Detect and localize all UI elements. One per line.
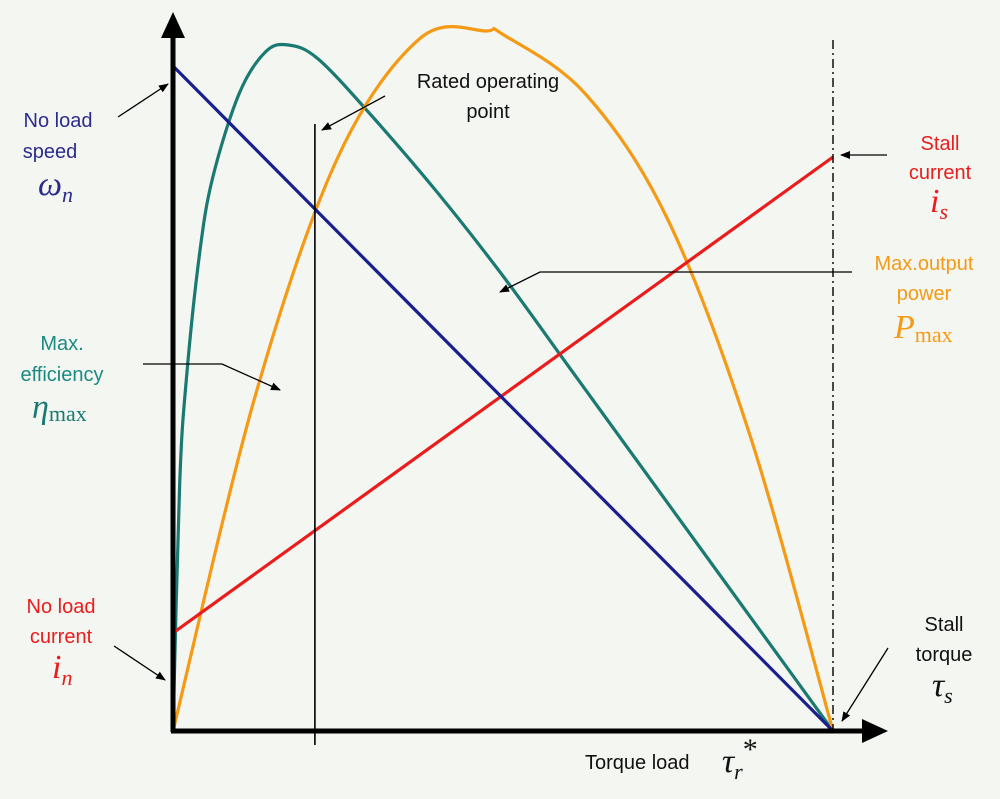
arrow-max-efficiency bbox=[143, 363, 281, 391]
stall-torque-symbol: τs bbox=[932, 667, 953, 708]
arrow-rated-point bbox=[321, 95, 386, 131]
y-axis-arrow-icon bbox=[161, 12, 185, 38]
arrow-no-load-speed bbox=[117, 83, 169, 118]
arrow-stall-torque bbox=[841, 647, 889, 722]
no-load-current-line2: current bbox=[30, 626, 93, 648]
stall-current-line2: current bbox=[909, 162, 972, 184]
x-axis-arrow-icon bbox=[862, 719, 888, 743]
label-stall-current: Stall current is bbox=[909, 133, 972, 224]
no-load-current-symbol: in bbox=[52, 649, 72, 690]
rated-line2: point bbox=[466, 101, 510, 123]
stall-torque-line1: Stall bbox=[925, 614, 964, 636]
max-eff-symbol: ηmax bbox=[32, 389, 87, 426]
max-power-symbol: Pmax bbox=[893, 309, 953, 347]
series-line-current bbox=[172, 155, 834, 635]
stall-torque-line2: torque bbox=[916, 644, 973, 666]
arrow-max-power bbox=[499, 271, 852, 293]
label-max-efficiency: Max. efficiency ηmax bbox=[20, 333, 103, 426]
rated-line1: Rated operating bbox=[417, 71, 559, 93]
stall-current-line1: Stall bbox=[921, 133, 960, 155]
no-load-speed-line1: No load bbox=[24, 110, 93, 132]
label-no-load-speed: No load speed ωn bbox=[23, 110, 93, 207]
series-line-speed bbox=[171, 64, 835, 733]
label-rated-operating-point: Rated operating point bbox=[417, 71, 559, 123]
max-eff-line1: Max. bbox=[40, 333, 83, 355]
series-line-power bbox=[171, 25, 835, 732]
no-load-speed-line2: speed bbox=[23, 141, 78, 163]
series-layer bbox=[171, 25, 835, 733]
no-load-current-line1: No load bbox=[27, 596, 96, 618]
x-axis-title: Torque load bbox=[585, 752, 690, 774]
stall-current-symbol: is bbox=[930, 183, 948, 224]
annotation-arrows bbox=[113, 83, 889, 722]
label-max-output-power: Max.output power Pmax bbox=[875, 253, 974, 347]
max-power-line1: Max.output bbox=[875, 253, 974, 275]
arrow-no-load-current bbox=[113, 645, 166, 681]
max-eff-line2: efficiency bbox=[20, 364, 103, 386]
series-line-efficiency bbox=[171, 42, 835, 732]
axes bbox=[161, 12, 888, 743]
label-stall-torque: Stall torque τs bbox=[916, 614, 973, 708]
no-load-speed-symbol: ωn bbox=[38, 166, 73, 207]
label-no-load-current: No load current in bbox=[27, 596, 96, 690]
x-axis-label: Torque load τr* bbox=[585, 733, 758, 784]
max-power-line2: power bbox=[897, 283, 952, 305]
x-axis-symbol: τr* bbox=[722, 733, 758, 784]
